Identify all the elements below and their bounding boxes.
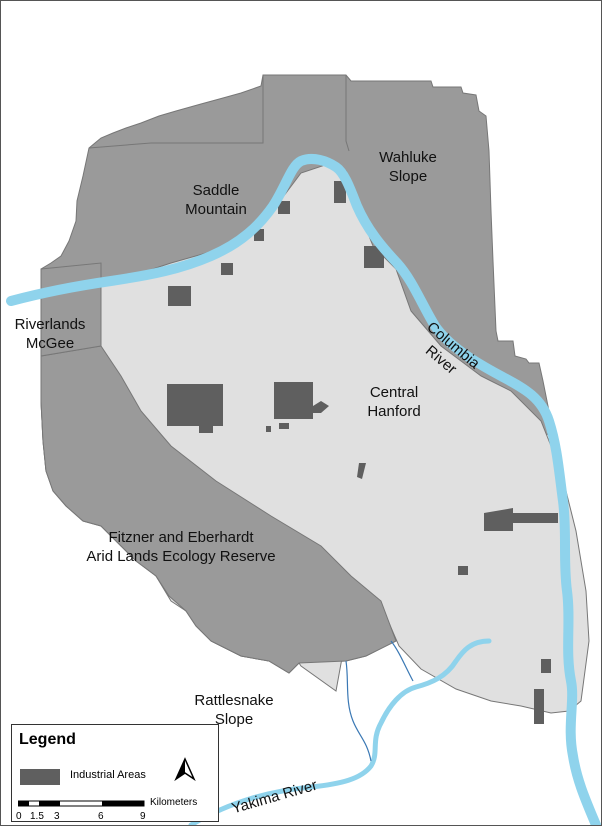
rattlesnake-slope-label: Rattlesnake Slope [194,692,274,728]
industrial-area [254,229,264,241]
scale-unit-label: Kilometers [150,797,198,808]
industrial-area [534,689,544,724]
wahluke-boundary-line [345,75,350,152]
columbia-river [6,153,601,825]
legend-title: Legend [19,731,76,748]
industrial-area [541,659,551,673]
saddle-boundary-line [88,75,264,149]
scale-tick-label: 1.5 [30,811,44,822]
yakima-side-channel [390,640,414,682]
fitzner-reserve-label: Fitzner and Eberhardt Arid Lands Ecology… [86,529,276,565]
industrial-areas [167,181,558,724]
industrial-area [278,201,290,214]
fitzner-reserve-area [40,345,397,674]
yakima-side-channel [345,660,372,762]
industrial-areas-swatch [20,769,60,785]
legend-box: Legend Industrial Areas Kilometers 0 1.5… [11,724,219,822]
industrial-area [221,263,233,275]
north-arrow-icon [174,757,196,782]
scale-tick-label: 9 [140,811,146,822]
industrial-area [334,181,346,203]
central-hanford-label: Central Hanford [367,384,421,420]
scale-tick-label: 0 [16,811,22,822]
scale-tick-label: 6 [98,811,104,822]
yakima-river [188,638,492,825]
scale-tick-label: 3 [54,811,60,822]
industrial-area [167,384,223,433]
wahluke-slope-label: Wahluke Slope [379,149,437,185]
industrial-area [279,423,289,429]
industrial-area [168,286,191,306]
industrial-area [364,246,384,268]
industrial-area [484,508,558,531]
industrial-area [266,426,271,432]
scale-bar [18,800,145,807]
industrial-area [458,566,468,575]
riverlands-mcgee-label: Riverlands McGee [14,316,86,352]
industrial-area [357,463,366,479]
saddle-mountain-label: Saddle Mountain [185,182,247,218]
industrial-area [274,382,329,419]
industrial-areas-label: Industrial Areas [70,769,146,781]
